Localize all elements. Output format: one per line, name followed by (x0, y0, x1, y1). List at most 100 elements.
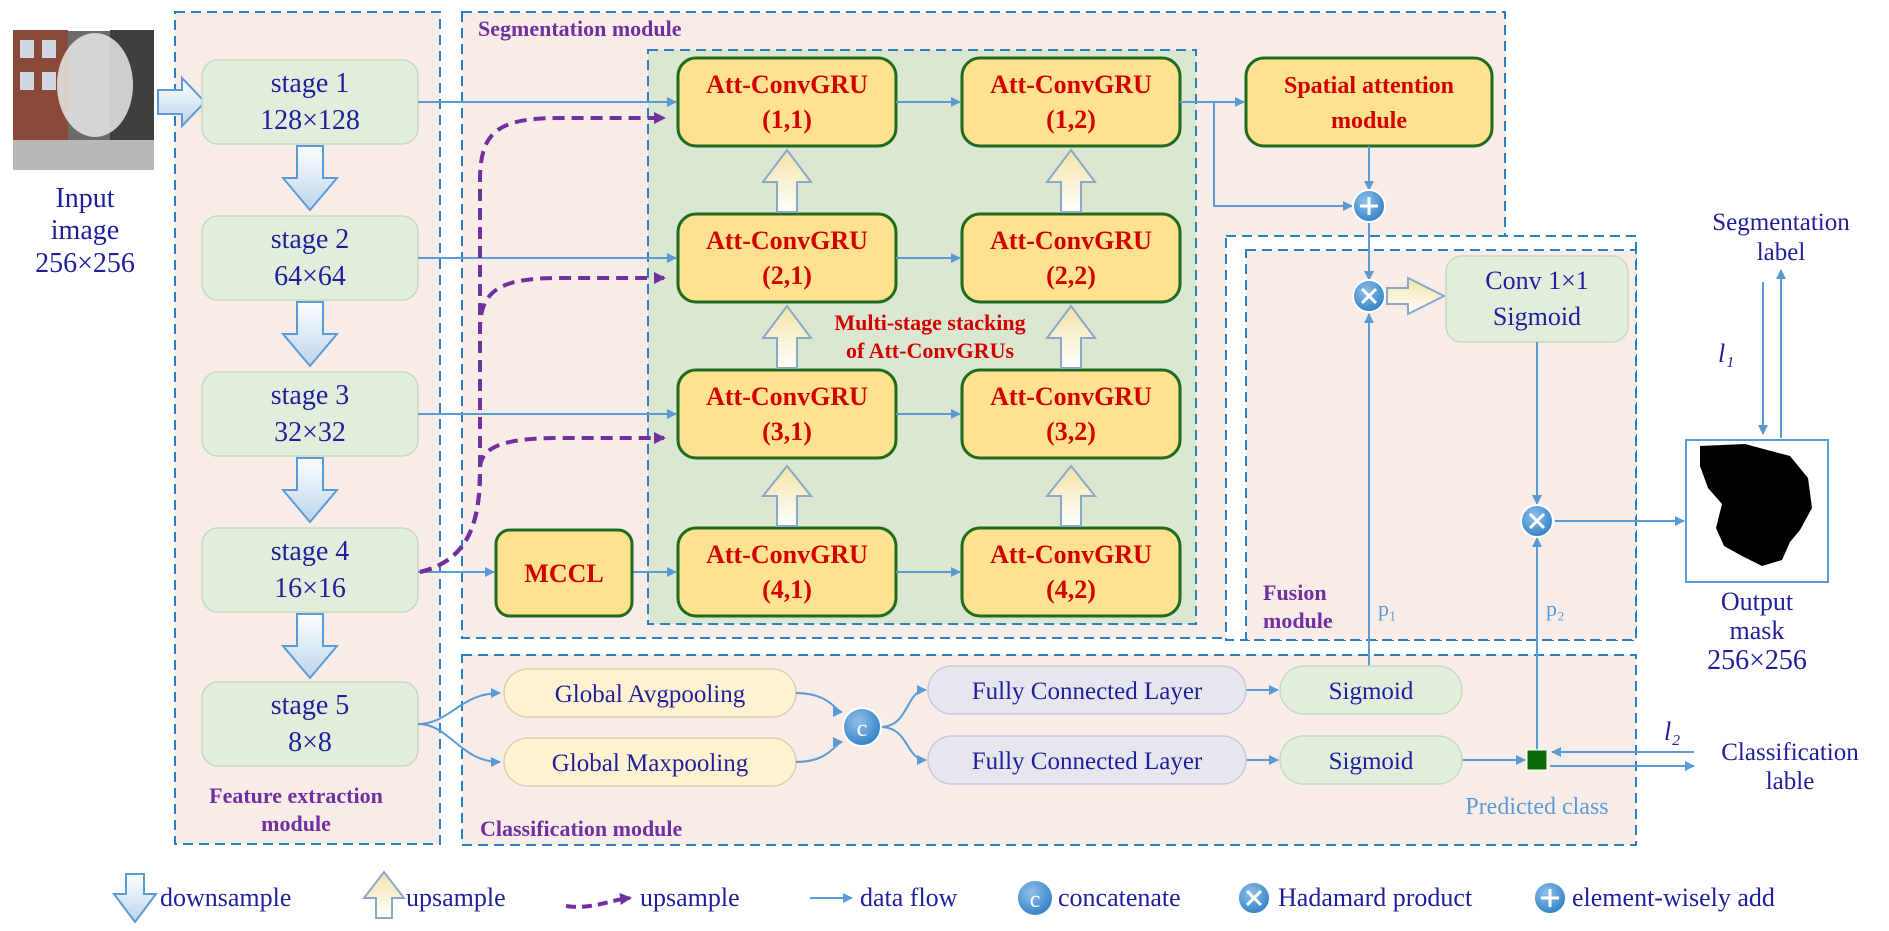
concat-op-icon: c (842, 707, 882, 747)
upsample-arrow-c2-r2-icon (1045, 148, 1097, 213)
fc2-block: Fully Connected Layer (927, 735, 1247, 785)
multi-stage-label-line1: Multi-stage stacking (834, 310, 1025, 335)
l2-label: l₂ (1664, 717, 1680, 746)
conv-sigmoid-block: Conv 1×1 Sigmoid (1445, 255, 1629, 343)
att-convgru-1-2-name: Att-ConvGRU (990, 70, 1152, 99)
att-convgru-2-2: Att-ConvGRU (2,2) (960, 212, 1182, 304)
legend-downsample-label: downsample (160, 883, 291, 912)
add-op-icon (1352, 189, 1386, 223)
maxpool-label: Global Maxpooling (552, 750, 749, 777)
upsample-arrow-c1-r4-icon (760, 464, 814, 527)
l1-label: l₁ (1718, 339, 1734, 368)
att-convgru-4-1-name: Att-ConvGRU (706, 540, 868, 569)
downsample-arrow-2-icon (280, 301, 340, 368)
fc2-label: Fully Connected Layer (972, 748, 1203, 775)
spatial-attention-block: Spatial attention module (1244, 56, 1494, 148)
concat-op-symbol: c (857, 716, 868, 742)
legend-upsample-icon (361, 870, 407, 919)
flow-concat-fc1 (879, 685, 927, 728)
sigmoid-1-block: Sigmoid (1279, 665, 1463, 715)
mask-label-line1: Output (1721, 587, 1794, 616)
att-convgru-4-2: Att-ConvGRU (4,2) (960, 526, 1182, 618)
stage-3-name: stage 3 (271, 380, 350, 411)
classification-module-title: Classification module (480, 816, 683, 841)
seg-label-line1: Segmentation (1712, 209, 1850, 236)
stage-5-name: stage 5 (271, 690, 350, 721)
att-convgru-2-1-name: Att-ConvGRU (706, 226, 868, 255)
att-convgru-3-2: Att-ConvGRU (3,2) (960, 368, 1182, 460)
att-convgru-1-2-index: (1,2) (1046, 105, 1096, 134)
segmentation-module-title: Segmentation module (478, 16, 682, 41)
stage-2-block: stage 2 64×64 (201, 215, 419, 301)
att-convgru-4-2-index: (4,2) (1046, 575, 1096, 604)
conv-label-line2: Sigmoid (1493, 302, 1581, 331)
stage-5-size: 8×8 (288, 727, 332, 758)
mccl-block: MCCL (494, 528, 634, 618)
stage-5-block: stage 5 8×8 (201, 681, 419, 767)
fusion-module-title-line2: module (1263, 608, 1333, 633)
att-convgru-2-2-index: (2,2) (1046, 261, 1096, 290)
sigmoid-2-block: Sigmoid (1279, 735, 1463, 785)
conv-label-line1: Conv 1×1 (1485, 266, 1589, 295)
legend-hadamard-icon (1237, 881, 1271, 915)
legend-concat-label: concatenate (1058, 883, 1181, 912)
att-convgru-1-2: Att-ConvGRU (1,2) (960, 56, 1182, 148)
input-label-line1: Input (55, 183, 114, 214)
stage-3-size: 32×32 (274, 417, 346, 448)
downsample-arrow-4-icon (280, 613, 340, 680)
input-arrow-icon (157, 75, 207, 129)
maxpool-block: Global Maxpooling (503, 737, 797, 787)
stage-1-size: 128×128 (260, 105, 360, 136)
mask-label-line2: mask (1730, 616, 1785, 645)
fc1-label: Fully Connected Layer (972, 678, 1203, 705)
legend: downsample upsample upsample data flow c… (112, 870, 1775, 924)
mccl-label: MCCL (524, 559, 603, 588)
flow-maxpool-concat (795, 737, 843, 763)
legend-hadamard-label: Hadamard product (1278, 883, 1473, 912)
input-image (12, 29, 155, 171)
att-convgru-1-1-index: (1,1) (762, 105, 812, 134)
hadamard-op-1-icon (1352, 279, 1386, 313)
predicted-class-label: Predicted class (1465, 794, 1608, 820)
legend-concat-symbol: c (1030, 887, 1041, 913)
predicted-class-marker (1526, 749, 1548, 771)
att-convgru-3-1-index: (3,1) (762, 417, 812, 446)
stage-4-size: 16×16 (274, 573, 346, 604)
spatial-attention-line1: Spatial attention (1284, 73, 1454, 99)
legend-concat-icon: c (1016, 879, 1054, 917)
avgpool-label: Global Avgpooling (555, 681, 746, 708)
flow-att12-add (1213, 102, 1353, 211)
avgpool-block: Global Avgpooling (503, 668, 797, 718)
hadamard-to-conv-arrow-icon (1386, 276, 1447, 316)
class-label-line2: lable (1766, 768, 1815, 795)
flow-stage5-avgpool (417, 688, 501, 725)
att-convgru-1-1: Att-ConvGRU (1,1) (676, 56, 898, 148)
flow-stage5-maxpool (417, 723, 501, 767)
output-mask-image (1685, 439, 1829, 583)
legend-upsample-label: upsample (406, 883, 506, 912)
att-convgru-3-2-index: (3,2) (1046, 417, 1096, 446)
att-convgru-2-1: Att-ConvGRU (2,1) (676, 212, 898, 304)
mask-label-line3: 256×256 (1707, 645, 1807, 676)
stage-3-block: stage 3 32×32 (201, 371, 419, 457)
att-convgru-3-1-name: Att-ConvGRU (706, 382, 868, 411)
upsample-arrow-c1-r3-icon (761, 304, 813, 369)
att-convgru-2-1-index: (2,1) (762, 261, 812, 290)
stage-4-block: stage 4 16×16 (201, 527, 419, 613)
feature-module-title-line2: module (261, 811, 331, 836)
flow-avgpool-concat (795, 692, 843, 717)
sigmoid-2-label: Sigmoid (1329, 748, 1414, 775)
stage-1-block: stage 1 128×128 (201, 59, 419, 145)
att-convgru-4-2-name: Att-ConvGRU (990, 540, 1152, 569)
upsample-arrow-c2-r4-icon (1044, 464, 1098, 527)
legend-add-icon (1533, 881, 1567, 915)
downsample-arrow-1-icon (280, 145, 340, 212)
stage-4-name: stage 4 (271, 536, 350, 567)
class-label-line1: Classification (1721, 739, 1859, 766)
fc1-block: Fully Connected Layer (927, 665, 1247, 715)
legend-dashed-upsample-icon (565, 893, 632, 909)
feature-module-title-line1: Feature extraction (209, 783, 383, 808)
spatial-attention-line2: module (1331, 108, 1407, 134)
sigmoid-1-label: Sigmoid (1329, 678, 1414, 705)
hadamard-op-2-icon (1520, 504, 1554, 538)
